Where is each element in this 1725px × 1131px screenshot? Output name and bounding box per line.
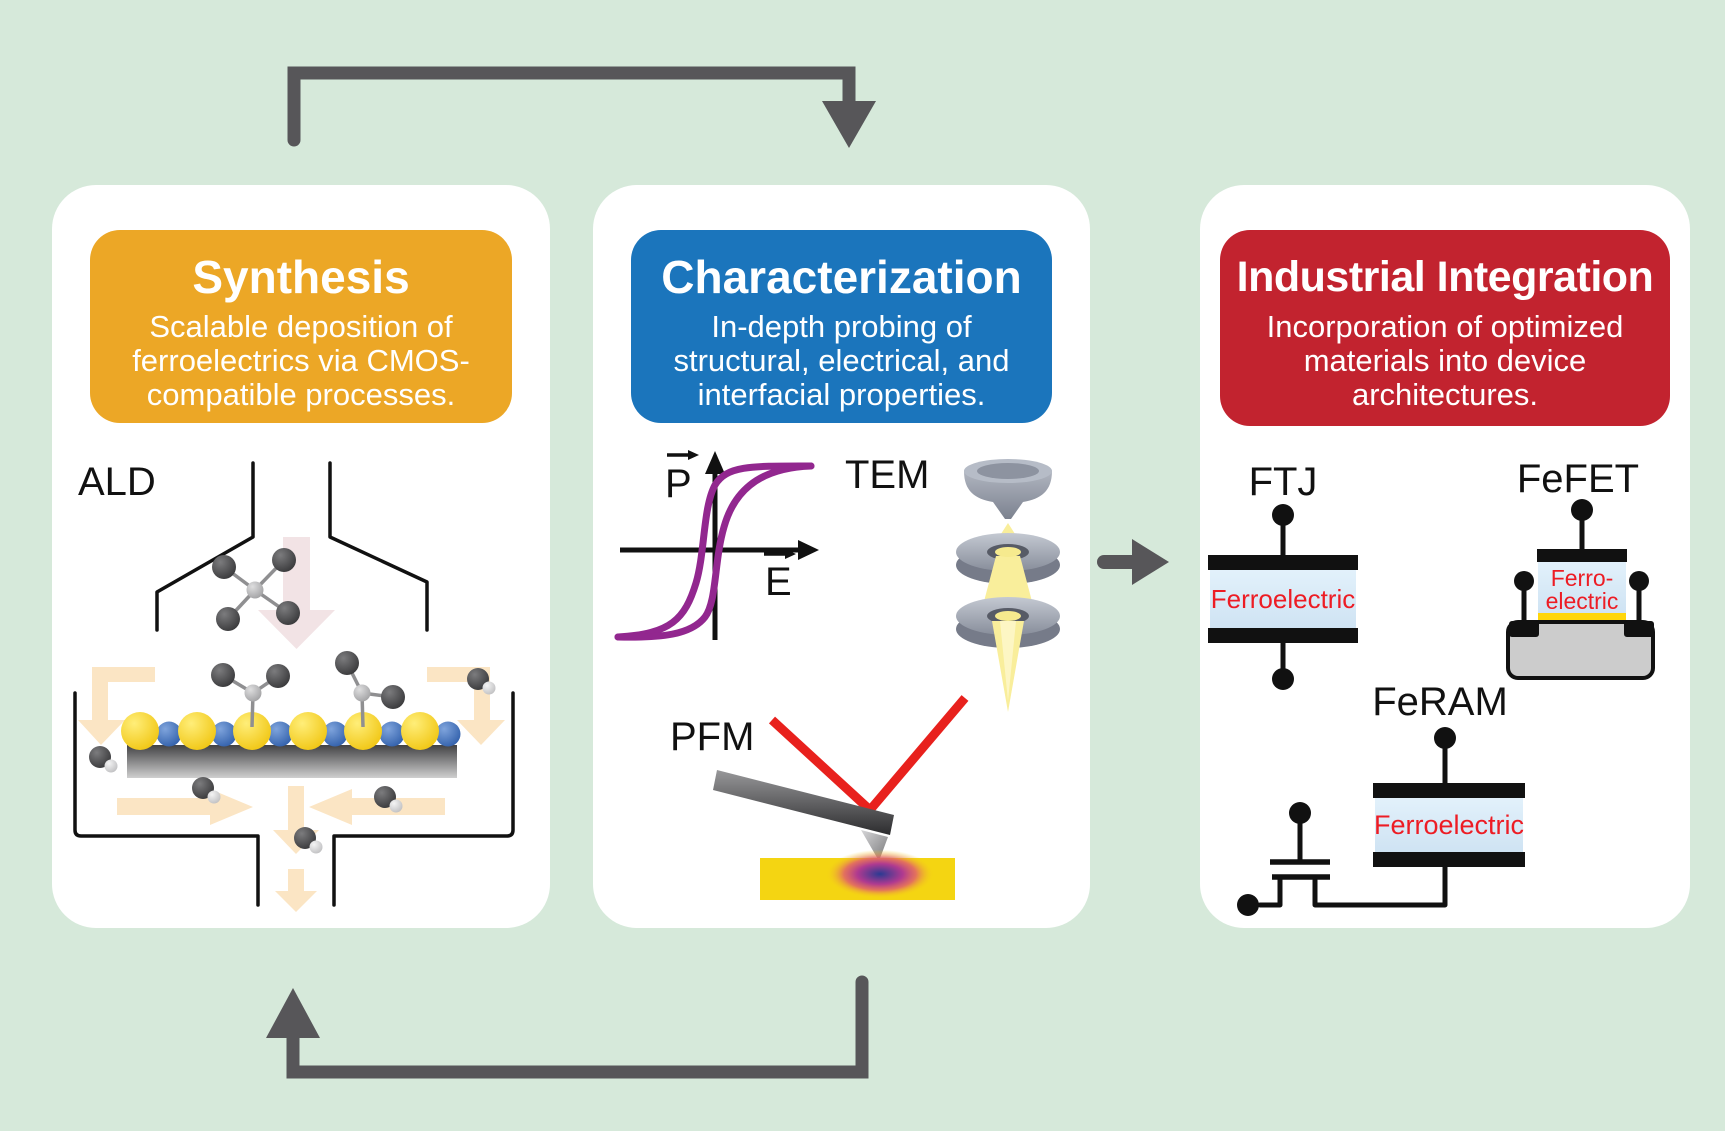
e-axis-label: E [765, 560, 792, 604]
ftj-label: FTJ [1249, 460, 1318, 504]
fefet-device-icon: Ferro- electric [1506, 499, 1655, 680]
tem-label: TEM [845, 453, 929, 497]
ald-diagram: ALD [73, 460, 515, 912]
industrial-subtitle: Incorporation of optimized materials int… [1266, 309, 1624, 412]
characterization-title: Characterization [661, 251, 1022, 303]
ald-label: ALD [78, 460, 156, 504]
feram-label: FeRAM [1372, 680, 1508, 724]
purge-flow-arrows-icon [78, 667, 505, 912]
arrow-synthesis-to-characterization-icon [287, 66, 876, 148]
tem-column-icon [956, 459, 1060, 712]
synthesis-title: Synthesis [192, 251, 410, 303]
industrial-header: Industrial Integration Incorporation of … [1220, 230, 1670, 426]
synthesis-header: Synthesis Scalable deposition of ferroel… [90, 230, 512, 423]
ald-chamber-outline [73, 461, 515, 907]
characterization-subtitle: In-depth probing of structural, electric… [673, 309, 1010, 412]
chemisorbed-molecule-icon [211, 651, 405, 728]
precursor-molecule-icon [212, 548, 300, 631]
card-industrial-integration: Industrial Integration Incorporation of … [1200, 185, 1690, 928]
card-characterization: Characterization In-depth probing of str… [593, 185, 1090, 928]
pfm-setup-icon [713, 695, 969, 901]
vector-arrow-icon [667, 450, 699, 460]
pe-hysteresis-plot: P E [614, 450, 819, 641]
characterization-header: Characterization In-depth probing of str… [631, 230, 1052, 423]
arrow-characterization-to-synthesis-icon [266, 975, 869, 1079]
fefet-ferroelectric-layer-label: electric [1546, 588, 1619, 614]
ftj-ferroelectric-layer-label: Ferroelectric [1211, 584, 1355, 614]
pfm-label: PFM [670, 715, 754, 759]
devices-diagram: FTJ Ferroelectric FeFET Ferro- electric [1208, 457, 1655, 916]
fefet-ferroelectric-layer-label: Ferro- [1551, 565, 1614, 591]
byproduct-molecules-icon [89, 668, 496, 854]
synthesis-subtitle: Scalable deposition of ferroelectrics vi… [132, 309, 470, 412]
industrial-title: Industrial Integration [1236, 253, 1654, 301]
characterization-diagram: P E TEM [614, 450, 1060, 901]
arrow-characterization-to-industrial-icon [1097, 539, 1169, 585]
p-axis-label: P [665, 462, 692, 506]
substrate [127, 745, 457, 778]
ftj-device-icon: Ferroelectric [1208, 504, 1358, 690]
inlet-flow-arrow-icon [258, 537, 335, 649]
vector-arrow-icon [764, 549, 796, 559]
feram-ferroelectric-layer-label: Ferroelectric [1374, 810, 1524, 840]
feram-cell-icon: Ferroelectric [1237, 727, 1525, 916]
card-synthesis: Synthesis Scalable deposition of ferroel… [52, 185, 550, 928]
atomic-layer [121, 712, 461, 750]
fefet-label: FeFET [1517, 457, 1639, 501]
